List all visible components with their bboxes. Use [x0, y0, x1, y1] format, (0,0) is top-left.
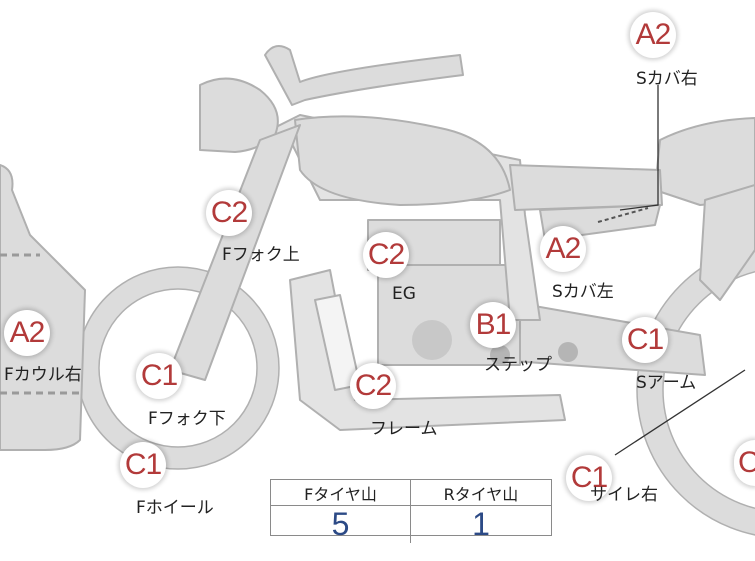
rear-fender: [699, 184, 755, 301]
part-label-muffler-right: サイレ右: [590, 485, 658, 505]
part-label-s-cover-left: Sカバ左: [552, 282, 614, 302]
grade-badge-r-wheel-edge: C: [734, 440, 755, 486]
part-label-f-fork-lower: Fフォク下: [148, 409, 226, 429]
table-header-rear-tire: Rタイヤ山: [411, 480, 551, 506]
grade-badge-f-cowl-right: A2: [4, 310, 50, 356]
grade-badge-s-cover-left: A2: [540, 226, 586, 272]
rear-wheel: [637, 245, 755, 535]
grade-badge-engine: C2: [363, 232, 409, 278]
handlebar: [264, 45, 464, 106]
grade-badge-s-cover-right: A2: [630, 12, 676, 58]
fuel-tank: [294, 115, 511, 206]
grade-badge-f-fork-lower: C1: [136, 353, 182, 399]
leader-s-cover-right: [619, 85, 659, 211]
grade-badge-f-fork-upper: C2: [206, 190, 252, 236]
part-label-step: ステップ: [484, 355, 552, 375]
part-label-f-wheel: Fホイール: [136, 498, 214, 518]
front-wheel: [77, 267, 279, 469]
grade-badge-muffler-right: C1: [566, 455, 612, 501]
front-fork: [169, 124, 301, 381]
grade-badge-f-wheel: C1: [120, 442, 166, 488]
table-header-front-tire: Fタイヤ山: [271, 480, 411, 506]
part-label-s-arm: Sアーム: [636, 373, 697, 393]
part-label-f-cowl-right: Fカウル右: [4, 365, 82, 385]
front-tire-value: 5: [271, 506, 411, 543]
front-cowl: [0, 164, 86, 451]
seat: [509, 164, 663, 211]
rear-tire-value: 1: [472, 506, 490, 542]
grade-badge-s-arm: C1: [622, 317, 668, 363]
part-label-engine: EG: [392, 284, 416, 304]
leader-muffler: [614, 369, 746, 456]
grade-badge-frame: C2: [350, 363, 396, 409]
grade-badge-step: B1: [470, 302, 516, 348]
tire-tread-table: Fタイヤ山 Rタイヤ山 5 1: [270, 479, 552, 543]
headlight: [199, 77, 279, 153]
part-label-s-cover-right: Sカバ右: [636, 69, 698, 89]
part-label-frame: フレーム: [370, 419, 438, 439]
part-label-f-fork-upper: Fフォク上: [222, 245, 300, 265]
